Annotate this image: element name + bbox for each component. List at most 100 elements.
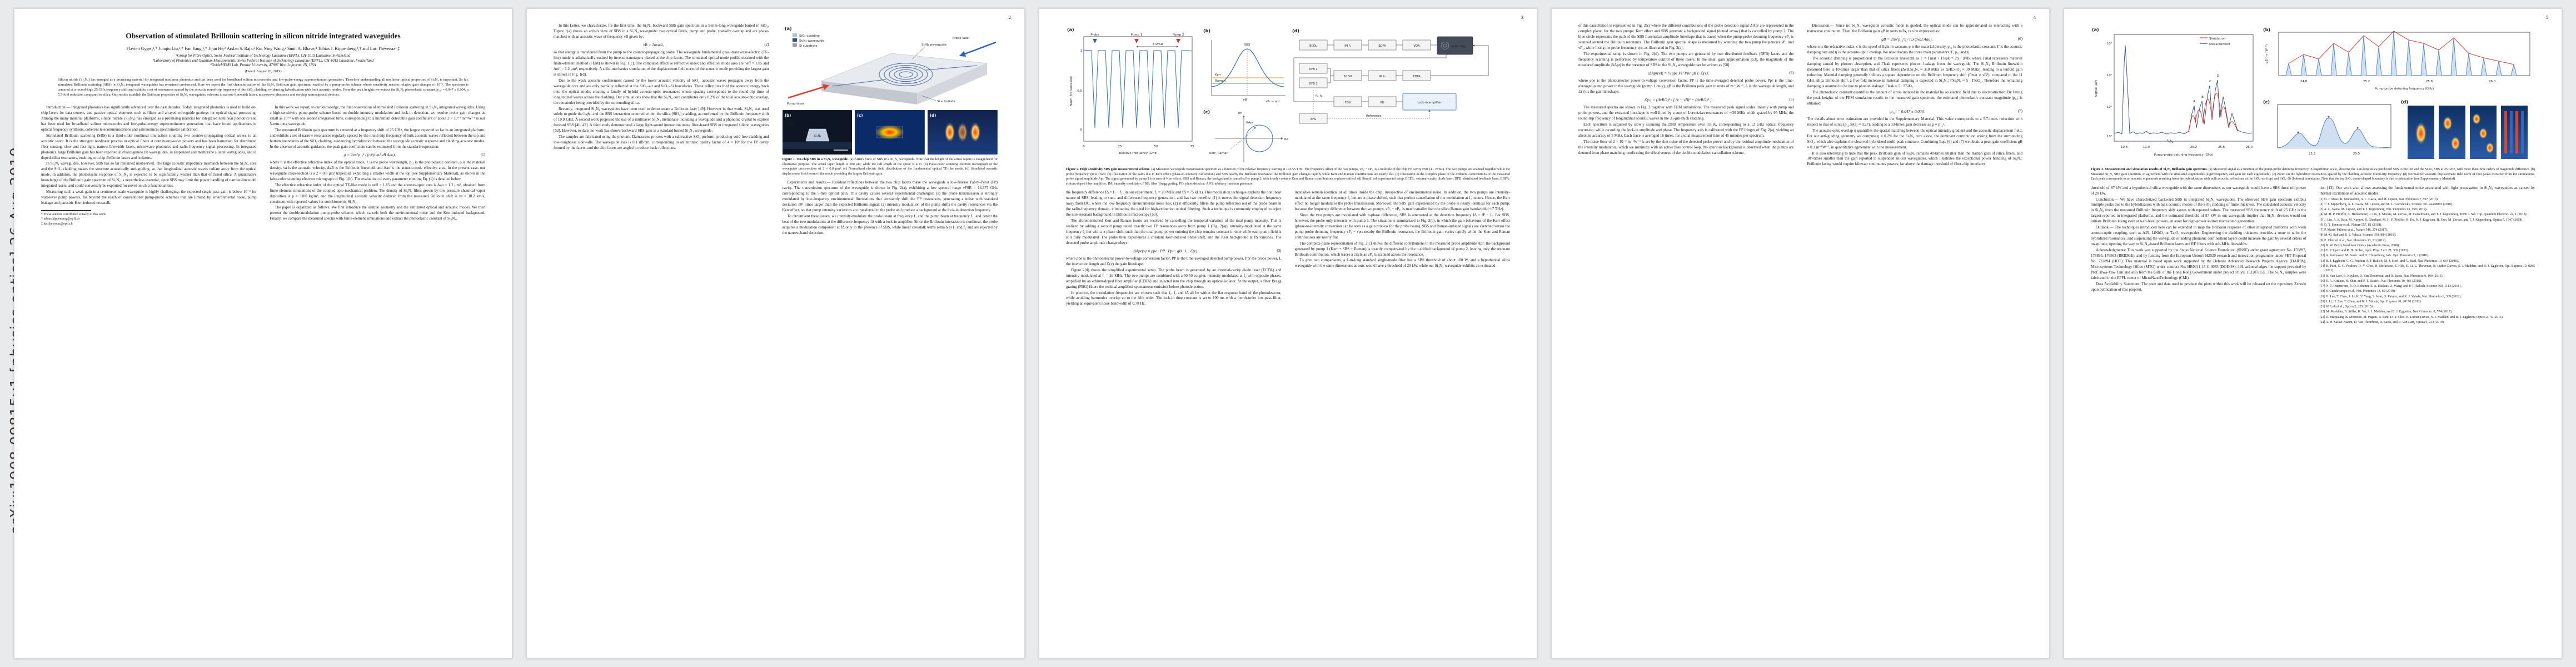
fig3b-xlabel: Pump-probe detuning frequency (GHz) bbox=[2375, 87, 2434, 91]
afg-label: AFG bbox=[1311, 118, 1317, 121]
paragraph: The acoustic damping is proportional to … bbox=[1807, 56, 2023, 88]
axis-break-1 bbox=[2166, 139, 2171, 143]
figure-3-caption: Figure 3. Measurement and simulation res… bbox=[2091, 167, 2535, 181]
fig1-panel-label-a: (a) bbox=[785, 26, 792, 31]
mode-letter-C: C bbox=[2482, 109, 2484, 112]
reference-entry: [16] E. A. Kittlaus, H. Shin, and P. T. … bbox=[2319, 279, 2422, 283]
reference-entry: [12] A. Kobyakov, M. Sauer, and D. Chowd… bbox=[2319, 254, 2429, 258]
detection-path-wires bbox=[1293, 54, 1447, 102]
figure-1-panel-b-sem: (b) Si₃N₄ SiO₂ 1 μm bbox=[782, 110, 853, 155]
reference-entry: [7] P. Marin-Palomo et al., Nature 546, … bbox=[2319, 228, 2388, 232]
page-3: 3 (a) Probe Pump 1 Pump 2 bbox=[1039, 8, 1537, 659]
paragraph: Experiments and results.— Residual refle… bbox=[782, 180, 998, 212]
fig1-panel-label-d: (d) bbox=[930, 113, 936, 118]
fig2-panel-label-c: (c) bbox=[1203, 109, 1210, 115]
fig3-panel-label-d: (d) bbox=[2401, 99, 2408, 104]
fig3-panel-label-b: (b) bbox=[2263, 27, 2270, 32]
dfb2-label: DFB 2 bbox=[1309, 82, 1318, 86]
im-label: Im bbox=[1238, 112, 1242, 115]
paragraph: where ρpe is the photodetector power-to-… bbox=[1066, 256, 1282, 266]
chip-spiral-inner bbox=[1443, 43, 1447, 48]
page3-col1: the frequency difference fΔ = f₁ − f₂ (i… bbox=[1066, 190, 1282, 307]
paragraph: Measuring such a weak gain in a centimet… bbox=[41, 190, 257, 206]
fig2-panel-label-b: (b) bbox=[1203, 28, 1210, 33]
measurement-trace bbox=[2114, 45, 2253, 135]
paragraph: Acknowledgments: This work was supported… bbox=[2091, 247, 2306, 280]
figure-1-panel-d-acoustic-mode: (d) bbox=[928, 110, 998, 155]
paragraph: Data Availability Statement: The code an… bbox=[2091, 281, 2306, 292]
pump2-marker bbox=[1176, 39, 1180, 43]
paragraph: The measured spectra are shown in Fig. 3… bbox=[1578, 105, 1794, 121]
paragraph: Introduction.— Integrated photonics has … bbox=[41, 105, 257, 132]
page3-col2: intensities remain identical at all time… bbox=[1295, 190, 1511, 307]
pump-path-wires bbox=[1327, 46, 1489, 83]
page-5: 5 (a) Simulation Measurement A B bbox=[2064, 8, 2562, 659]
paragraph: The paper is organized as follows. We fi… bbox=[270, 205, 486, 221]
waveguide-lead-in bbox=[832, 79, 886, 87]
figure-1: (a) SiO₂ cladding Si₃N₄ waveguide Si sub… bbox=[782, 23, 998, 176]
pd-label: PD bbox=[1380, 101, 1384, 104]
page1-col1: Introduction.— Integrated photonics has … bbox=[41, 105, 257, 226]
fig3a-ytick-2: 10¹ bbox=[2107, 105, 2112, 109]
dfb1-label: DFB 1 bbox=[1309, 68, 1318, 71]
footnote: † tobias.kippenberg@epfl.ch bbox=[41, 217, 80, 221]
probe-marker bbox=[1093, 39, 1097, 43]
paragraph: To circumvent these issues, we intensity… bbox=[782, 213, 998, 235]
paragraph: The aforementioned Kerr and Raman issues… bbox=[1066, 218, 1282, 245]
affiliation-1: ¹Group for Fibre Optics, Swiss Federal I… bbox=[176, 54, 351, 58]
chip-front-face bbox=[821, 81, 917, 104]
reference-entry: [23] D. Marpaung, B. Morrison, M. Pagani… bbox=[2319, 315, 2504, 319]
axis-break-2 bbox=[2169, 139, 2174, 143]
paragraph: The measured Brillouin gain spectrum is … bbox=[270, 127, 486, 149]
fig3a-frame bbox=[2114, 34, 2254, 142]
fig3c-xtick-0: 25.3 bbox=[2309, 152, 2316, 156]
fig3a-xtick-4: 26.0 bbox=[2246, 146, 2253, 149]
equation: ΔApr(ν) ∝ ρpe · PP · Ppr · gB · L · ℒ(ν)… bbox=[1133, 248, 1282, 253]
legend-swatch-substrate bbox=[792, 43, 797, 47]
paragraph: It is also interesting to note that the … bbox=[1807, 151, 2023, 167]
paragraph: Figure 2(d) shows the simplified experim… bbox=[1066, 267, 1282, 289]
legend-meas-label: Measurement bbox=[2209, 43, 2231, 46]
fig3a-xtick-0: 10.8 bbox=[2121, 146, 2128, 149]
paragraph: where ρpe is the photodetector power-to-… bbox=[1578, 78, 1794, 94]
paragraph: The complex-plane representation of Fig.… bbox=[1294, 241, 1511, 257]
page-number: 3 bbox=[1521, 14, 1523, 20]
fig2b-xlabel: νP₁ − νpr bbox=[1265, 100, 1280, 103]
paragraph: Outlook.— The techniques introduced here… bbox=[2091, 225, 2306, 247]
data-point-2 bbox=[2328, 116, 2330, 118]
legend-label-si3n4: Si₃N₄ waveguide bbox=[799, 39, 825, 43]
reference-entry: [5] J. Liu, A. S. Raja, M. Karpov, B. Gh… bbox=[2319, 218, 2523, 222]
paragraph: intensities remain identical at all time… bbox=[1294, 190, 1511, 211]
affiliation-2: ²Laboratory of Photonics and Quantum Mea… bbox=[152, 58, 374, 63]
page2-col2-text: Experiments and results.— Residual refle… bbox=[783, 180, 998, 236]
chip-spiral-outer bbox=[1441, 42, 1449, 49]
figure-2: (a) Probe Pump 1 Pump 2 4·νFSR 0 25 50 7… bbox=[1066, 24, 1510, 165]
sbs-lineshape-circle bbox=[1245, 125, 1273, 152]
waveguide-lead-out bbox=[925, 65, 977, 71]
mode-letter-B: B bbox=[2451, 109, 2453, 112]
page2-col2: (a) SiO₂ cladding Si₃N₄ waveguide Si sub… bbox=[782, 23, 998, 237]
paragraph: In this work we report, to our knowledge… bbox=[270, 105, 486, 126]
fig3-panel-label-a: (a) bbox=[2092, 27, 2099, 32]
fig1-panel-label-c: (c) bbox=[857, 113, 863, 118]
fig2a-xtick-1: 25 bbox=[1118, 145, 1122, 148]
peak-label-A: A bbox=[2193, 100, 2195, 103]
page-4: 4 of this cancellation is represented in… bbox=[1551, 8, 2050, 659]
footnote: ‡ luc.thevenaz@epfl.ch bbox=[41, 222, 73, 226]
reference-entry: [24] A. H. Safavi-Naeini, D. Van Thourho… bbox=[2319, 320, 2445, 324]
reference-entry: [2] T. J. Kippenberg, A. L. Gaeta, M. Li… bbox=[2319, 202, 2453, 206]
page2-col1: In this Letter, we characterize, for the… bbox=[554, 23, 769, 237]
paragraph: In Si₃N₄ waveguides, however, SBS has so… bbox=[41, 161, 257, 188]
pump1-marker bbox=[1134, 39, 1139, 43]
modulation-freqs-label: f₁, f₂ bbox=[1316, 94, 1322, 98]
probe-label: Probe bbox=[1090, 33, 1099, 37]
im2-label: IM f₂ bbox=[1379, 75, 1386, 78]
fig3a-xtick-2: 25.2 bbox=[2190, 146, 2197, 149]
fig3a-xtick-3: 25.6 bbox=[2218, 146, 2225, 149]
fig3a-xtick-1: 11.0 bbox=[2143, 146, 2150, 149]
figure-3-panel-d: (d) bbox=[2401, 99, 2528, 159]
fig2a-xtick-3: 75 bbox=[1190, 145, 1194, 148]
reference-entry: [22] M. Merklein, B. Stiller, K. Vu, S. … bbox=[2319, 310, 2453, 314]
fig2a-ytick-0: 1 bbox=[1080, 49, 1083, 53]
sem-cladding-label: SiO₂ bbox=[788, 122, 794, 126]
